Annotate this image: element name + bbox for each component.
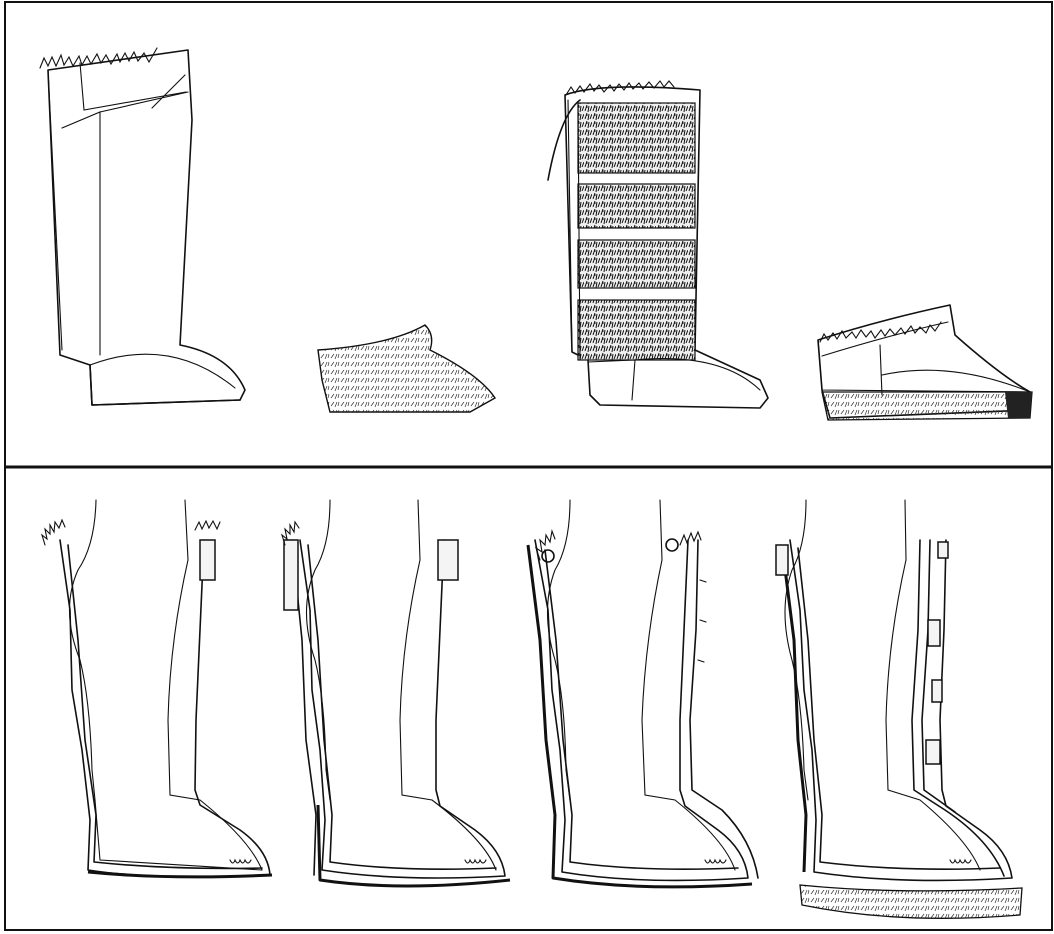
bottom-panel <box>42 500 1022 918</box>
top-panel <box>40 48 1032 420</box>
figure-frame <box>5 2 1052 930</box>
fur-sock <box>318 325 495 412</box>
low-slipper <box>818 305 1032 420</box>
leg-layer-3 <box>528 500 758 887</box>
banded-fur-boot <box>548 81 768 408</box>
leg-layer-4 <box>776 500 1022 918</box>
leg-layer-1 <box>42 500 272 877</box>
tall-skin-boot <box>40 48 245 405</box>
leg-layer-2 <box>282 500 510 886</box>
